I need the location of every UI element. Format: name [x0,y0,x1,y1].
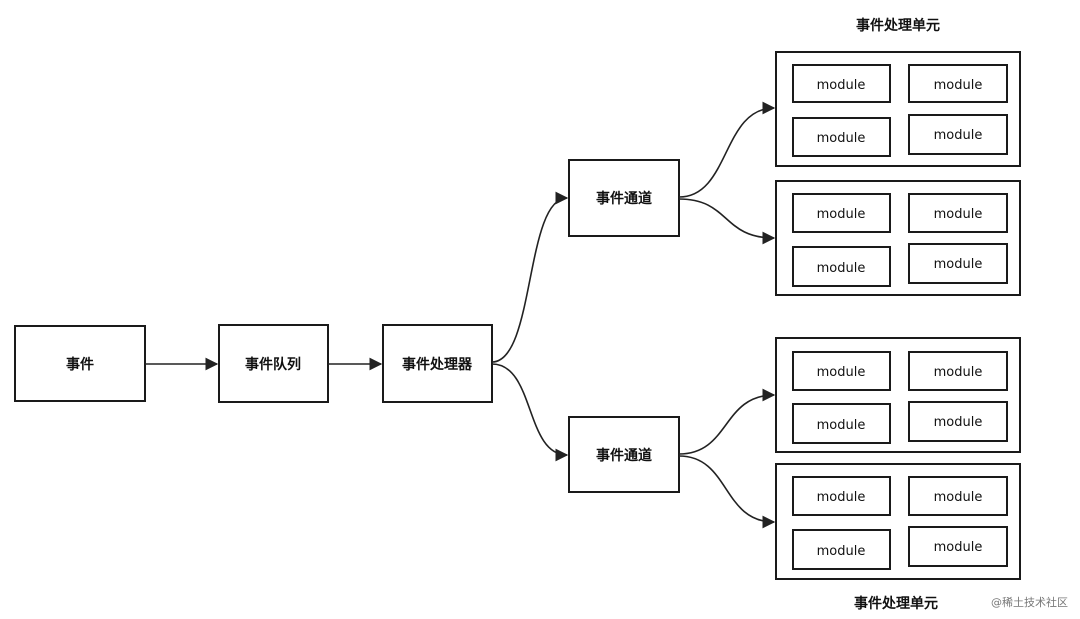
module-4-2: module [908,476,1008,516]
module-3-1: module [792,351,891,391]
module-4-1-label: module [817,490,866,505]
module-1-4-label: module [934,128,983,143]
module-3-4-label: module [934,415,983,430]
module-3-1-label: module [817,365,866,380]
unit-title-top: 事件处理单元 [856,17,940,34]
module-4-4: module [908,526,1008,567]
edge-channel-top-to-unit-2 [678,198,776,245]
module-1-2-label: module [934,78,983,93]
event-channel-top-label: 事件通道 [596,190,652,207]
event-processor-label: 事件处理器 [402,356,473,373]
module-4-2-label: module [934,490,983,505]
event-queue-node: 事件队列 [218,324,329,403]
module-3-3: module [792,403,891,444]
event-channel-top-node: 事件通道 [568,159,680,237]
event-queue-label: 事件队列 [245,356,301,373]
module-1-4: module [908,114,1008,155]
module-3-2: module [908,351,1008,391]
module-2-3: module [792,246,891,287]
module-4-4-label: module [934,540,983,555]
event-node-label: 事件 [66,356,94,373]
module-3-2-label: module [934,365,983,380]
module-3-3-label: module [817,418,866,433]
module-4-3: module [792,529,891,570]
module-1-3-label: module [817,131,866,146]
module-2-1-label: module [817,207,866,222]
module-2-4-label: module [934,257,983,272]
module-4-3-label: module [817,544,866,559]
event-channel-bottom-label: 事件通道 [596,447,652,464]
event-node: 事件 [14,325,146,402]
edge-channel-top-to-unit-1 [678,101,776,198]
event-channel-bottom-node: 事件通道 [568,416,680,493]
edge-processor-to-channel-top [491,191,569,363]
edge-channel-bottom-to-unit-3 [678,388,776,455]
module-2-3-label: module [817,261,866,276]
module-4-1: module [792,476,891,516]
module-1-1-label: module [817,78,866,93]
watermark-text: @稀土技术社区 [991,595,1068,609]
module-1-3: module [792,117,891,157]
module-2-4: module [908,243,1008,284]
event-processor-node: 事件处理器 [382,324,493,403]
module-2-2: module [908,193,1008,233]
module-2-1: module [792,193,891,233]
edge-channel-bottom-to-unit-4 [678,455,776,529]
edge-processor-to-channel-bottom [491,363,569,462]
module-2-2-label: module [934,207,983,222]
module-1-1: module [792,64,891,103]
module-3-4: module [908,401,1008,442]
module-1-2: module [908,64,1008,103]
unit-title-bottom: 事件处理单元 [854,595,938,612]
